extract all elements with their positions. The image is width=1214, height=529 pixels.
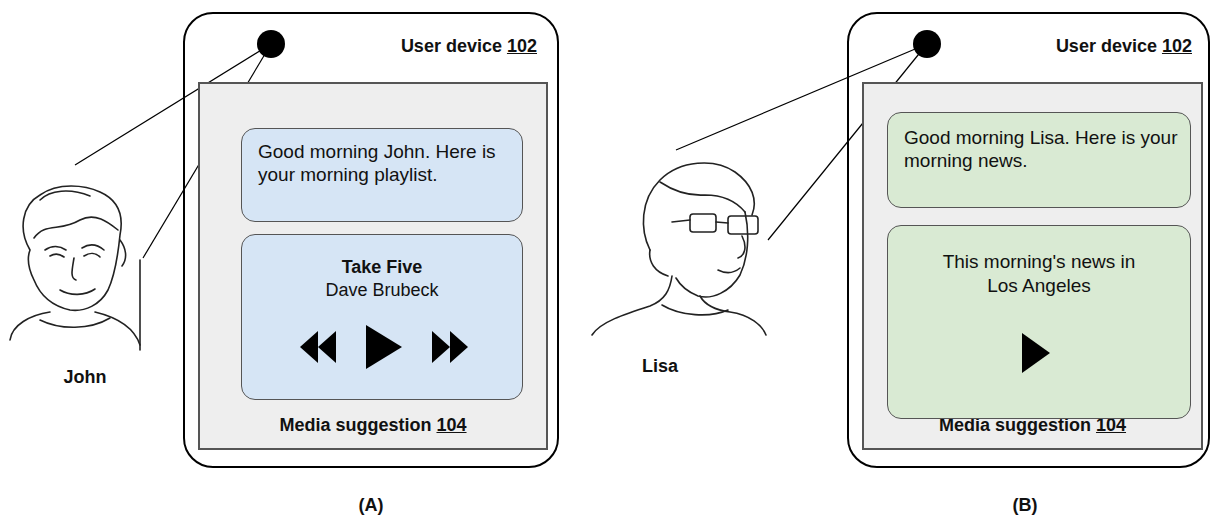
person-name: Lisa — [642, 356, 678, 377]
node-text: Media suggestion 104 — [200, 415, 546, 436]
media-player: Take FiveDave Brubeck — [241, 234, 523, 400]
media-player: This morning's news in Los Angeles — [887, 225, 1191, 419]
user-device: User device 102Media suggestion 104 Good … — [183, 12, 559, 468]
person-name: John — [64, 367, 107, 388]
greeting-bubble: Good morning Lisa. Here is your morning … — [887, 112, 1191, 208]
node-text: Good morning John. Here is your morning … — [258, 141, 510, 187]
screen: Media suggestion 104Good morning Lisa. H… — [862, 82, 1203, 450]
node-text: User device 102 — [1056, 36, 1192, 57]
play-button — [888, 323, 1190, 383]
screen: Media suggestion 104 Good morning John. H… — [198, 82, 548, 450]
node-text: Good morning Lisa. Here is your morning … — [904, 127, 1178, 173]
node-text: User device 102 — [401, 36, 537, 57]
node-text: This morning's news in Los Angeles — [928, 250, 1150, 298]
node-text: Dave Brubeck — [242, 280, 522, 301]
panel-label: (A) — [359, 495, 384, 516]
panel-label: (B) — [1013, 495, 1038, 516]
lisa-face — [592, 163, 766, 335]
camera-dot — [257, 30, 285, 58]
player-controls — [242, 317, 522, 377]
camera-dot — [913, 30, 941, 58]
node-text: Take Five — [242, 257, 522, 278]
user-device: User device 102Media suggestion 104Good … — [847, 12, 1210, 468]
greeting-bubble: Good morning John. Here is your morning … — [241, 128, 523, 222]
john-face — [10, 186, 140, 350]
